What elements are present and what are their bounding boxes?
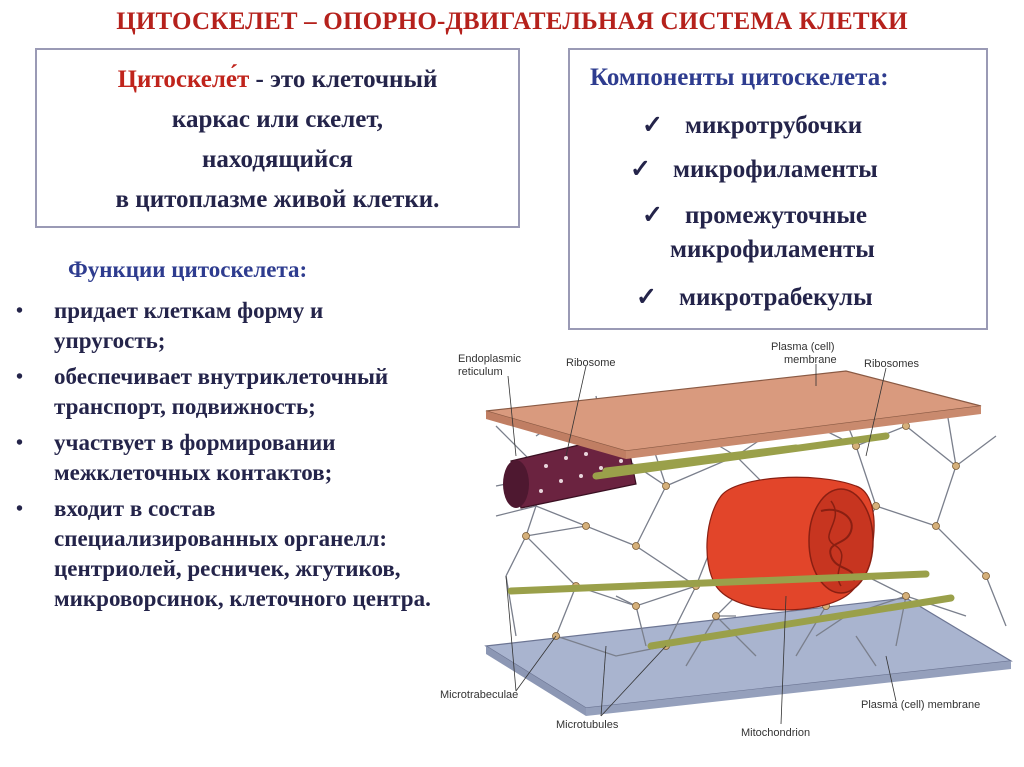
component-item: ✓ промежуточные xyxy=(642,200,867,230)
label-leaders xyxy=(505,364,897,725)
definition-line-3: находящийся xyxy=(202,146,353,173)
label-plasma-top: Plasma (cell) xyxy=(771,341,835,353)
component-label: микротрубочки xyxy=(684,112,863,139)
component-label-continuation: микрофиламенты xyxy=(670,236,875,263)
top-membrane-front xyxy=(626,406,981,459)
microtubules xyxy=(507,432,955,650)
label-plasma-bottom: Plasma (cell) membrane xyxy=(861,699,980,711)
definition-line-2: каркас или скелет, xyxy=(171,106,384,133)
check-icon: ✓ xyxy=(630,156,651,183)
components-title: Компоненты цитоскелета: xyxy=(590,64,889,91)
bullet-icon: • xyxy=(16,498,24,520)
microtubule xyxy=(647,594,955,650)
label-er-2: reticulum xyxy=(458,366,503,378)
definition-box: Цитоскеле́т - это клеточный каркас или с… xyxy=(35,48,520,228)
mitochondrion xyxy=(706,476,875,611)
functions-title: Функции цитоскелета: xyxy=(68,257,308,282)
definition-line-1: Цитоскеле́т - это клеточный xyxy=(37,60,518,100)
bottom-membrane-front xyxy=(586,661,1011,716)
check-icon: ✓ xyxy=(642,202,663,229)
list-item: •придает клеткам форму и упругость; xyxy=(16,298,324,353)
component-label: промежуточные xyxy=(684,202,867,229)
component-item: ✓ микротрубочки xyxy=(642,110,862,140)
label-er: Endoplasmic xyxy=(458,353,521,365)
label-ribosome: Ribosome xyxy=(566,357,616,369)
bullet-icon: • xyxy=(16,300,24,322)
cytoskeleton-illustration: Endoplasmic reticulum Ribosome Plasma (c… xyxy=(440,341,1013,739)
bullet-icon: • xyxy=(16,366,24,388)
label-microtrabeculae: Microtrabeculae xyxy=(440,689,518,701)
definition-term: Цитоскеле́т xyxy=(117,66,250,93)
microtubule xyxy=(507,570,930,595)
component-item: ✓ микротрабекулы xyxy=(636,282,873,312)
definition-line-1-rest: - это клеточный xyxy=(249,66,438,93)
component-label: микротрабекулы xyxy=(678,284,873,311)
check-icon: ✓ xyxy=(642,112,663,139)
label-ribosomes: Ribosomes xyxy=(864,358,920,370)
list-item: •участвует в формировании межклеточных к… xyxy=(16,430,336,485)
label-microtubules: Microtubules xyxy=(556,719,619,731)
functions-list: •придает клеткам форму и упругость; •обе… xyxy=(12,296,452,620)
check-icon: ✓ xyxy=(636,284,657,311)
list-item: •входит в состав специализированных орга… xyxy=(16,496,431,611)
list-item: •обеспечивает внутриклеточный транспорт,… xyxy=(16,364,389,419)
bullet-icon: • xyxy=(16,432,24,454)
definition-line-4: в цитоплазме живой клетки. xyxy=(115,186,440,213)
component-label: микрофиламенты xyxy=(672,156,878,183)
page-title: ЦИТОСКЕЛЕТ – ОПОРНО-ДВИГАТЕЛЬНАЯ СИСТЕМА… xyxy=(116,8,908,35)
top-membrane-edge xyxy=(486,411,626,459)
components-box: Компоненты цитоскелета: ✓ микротрубочки ✓… xyxy=(568,48,988,330)
label-mitochondrion: Mitochondrion xyxy=(741,727,810,739)
microtubule xyxy=(602,444,800,475)
bottom-membrane-edge xyxy=(486,646,586,716)
label-plasma-top-2: membrane xyxy=(784,354,837,366)
component-item: ✓ микрофиламенты xyxy=(630,154,878,184)
